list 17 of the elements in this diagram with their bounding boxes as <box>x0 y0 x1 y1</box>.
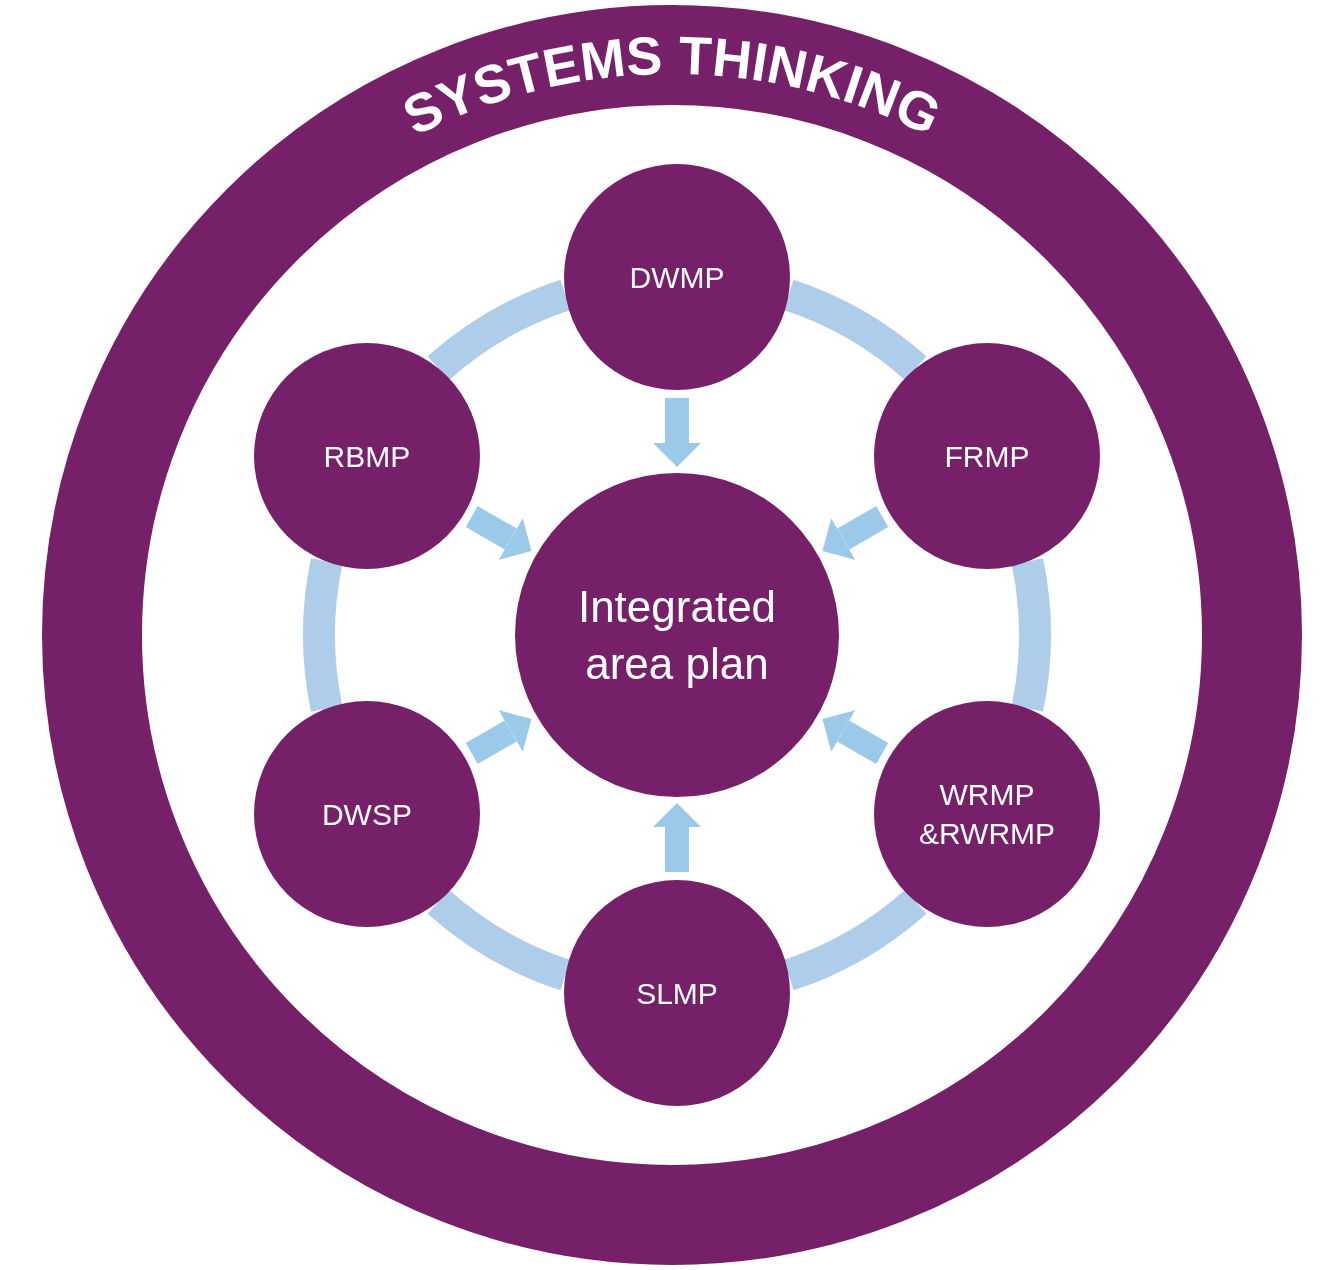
circle-label: FRMP <box>944 438 1030 475</box>
circle-label: SLMP <box>636 975 718 1012</box>
block-arrow <box>465 506 532 560</box>
ring-connector <box>1011 559 1051 711</box>
ring-connector <box>303 559 343 711</box>
circle-label: DWMP <box>629 259 725 296</box>
ring-connector <box>428 889 572 991</box>
block-arrow <box>465 710 532 764</box>
circle-label: Integrated area plan <box>576 580 778 690</box>
circle-label: DWSP <box>321 796 412 833</box>
block-arrow <box>653 803 701 872</box>
circle-label: RBMP <box>323 438 411 475</box>
block-arrow <box>822 710 889 764</box>
circle-label: WRMP &RWRMP <box>917 777 1057 852</box>
ring-connector <box>782 889 926 991</box>
block-arrow <box>822 506 889 560</box>
block-arrow <box>653 398 701 467</box>
